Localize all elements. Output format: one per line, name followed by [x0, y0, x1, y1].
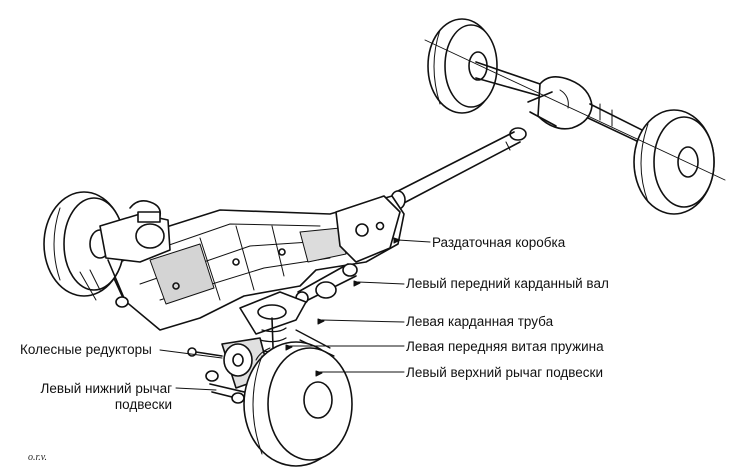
label-left-lower-arm: Левый нижний рычаг подвески — [20, 381, 172, 413]
credit-text: o.r.v. — [28, 452, 47, 463]
rear-driveshaft — [390, 131, 521, 210]
rear-axle — [424, 18, 726, 215]
rear-left-wheel — [427, 18, 498, 114]
label-left-upper-arm: Левый верхний рычаг подвески — [406, 365, 604, 380]
label-left-lower-arm-line1: Левый нижний рычаг — [40, 381, 172, 396]
front-left-wheel — [243, 341, 353, 467]
front-right-reducer — [79, 200, 171, 308]
label-left-front-driveshaft: Левый передний карданный вал — [406, 276, 609, 291]
label-transfer-case: Раздаточная коробка — [432, 235, 566, 250]
label-left-front-coil-spring: Левая передняя витая пружина — [406, 339, 604, 354]
front-right-wheel — [43, 191, 125, 297]
label-left-driveshaft-tube: Левая карданная труба — [406, 314, 554, 329]
transmission-body — [99, 195, 405, 331]
leader-lines — [159, 237, 431, 391]
rear-right-wheel — [633, 109, 715, 215]
label-left-lower-arm-line2: подвески — [114, 397, 172, 412]
label-wheel-reducers: Колесные редукторы — [20, 342, 152, 357]
